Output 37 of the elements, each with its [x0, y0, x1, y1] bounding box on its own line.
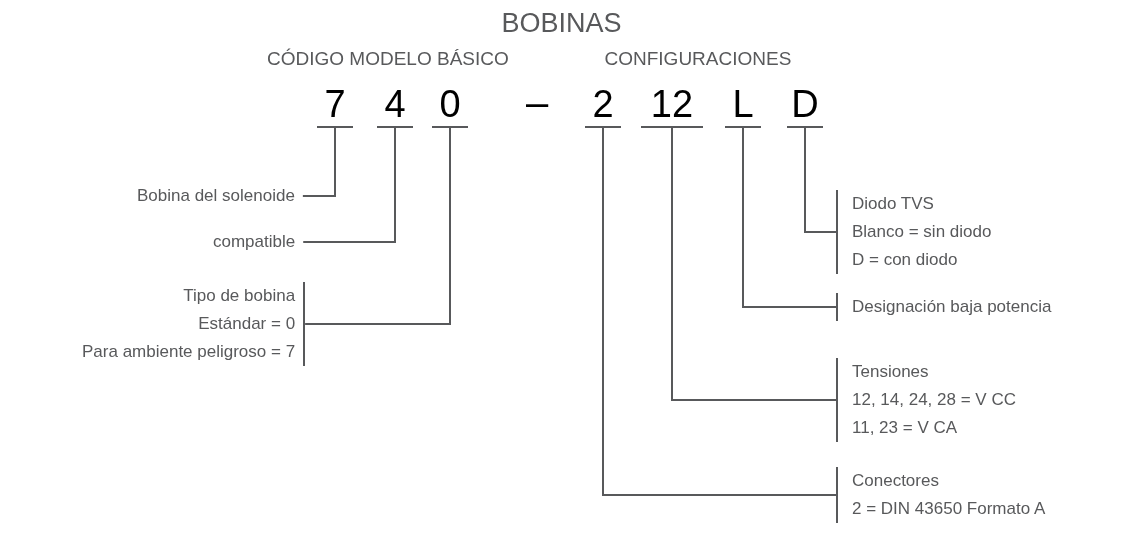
leader-line	[302, 127, 396, 243]
leader-line	[602, 127, 837, 496]
leader-line	[804, 127, 837, 233]
leader-line	[301, 127, 336, 197]
option-value: Blanco = sin diodo	[852, 221, 992, 243]
option-value: Para ambiente peligroso = 7	[82, 341, 296, 363]
option-bracket	[836, 190, 992, 274]
leader-line	[304, 127, 451, 325]
code-character: 4	[377, 82, 413, 128]
code-character: 7	[317, 82, 353, 128]
code-character: D	[787, 82, 823, 128]
section-heading: CÓDIGO MODELO BÁSICO	[267, 48, 509, 70]
option-heading: Tipo de bobina	[182, 285, 296, 307]
option-bracket	[836, 358, 1016, 442]
leader-line	[742, 127, 837, 308]
option-heading: Conectores	[852, 470, 940, 492]
code-character: 2	[585, 82, 621, 128]
option-value: 2 = DIN 43650 Formato A	[852, 498, 1046, 520]
section-heading: CONFIGURACIONES	[604, 48, 792, 70]
description-label: Bobina del solenoide	[137, 182, 303, 210]
option-value: 12, 14, 24, 28 = V CC	[852, 389, 1016, 411]
option-heading: Tensiones	[852, 361, 930, 383]
code-character: L	[725, 82, 761, 128]
description-label: compatible	[213, 228, 304, 256]
leader-line	[671, 127, 837, 401]
diagram-title: BOBINAS	[500, 8, 623, 39]
option-bracket	[836, 293, 1052, 321]
code-character: 0	[432, 82, 468, 128]
code-character: 12	[641, 82, 703, 128]
option-bracket	[82, 282, 306, 366]
option-heading: Designación baja potencia	[852, 296, 1052, 318]
option-value: Estándar = 0	[197, 313, 296, 335]
option-value: 11, 23 = V CA	[852, 417, 959, 439]
option-heading: Diodo TVS	[852, 193, 935, 215]
option-value: D = con diodo	[852, 249, 959, 271]
option-bracket	[836, 467, 1046, 523]
separator-dash: –	[526, 80, 549, 125]
